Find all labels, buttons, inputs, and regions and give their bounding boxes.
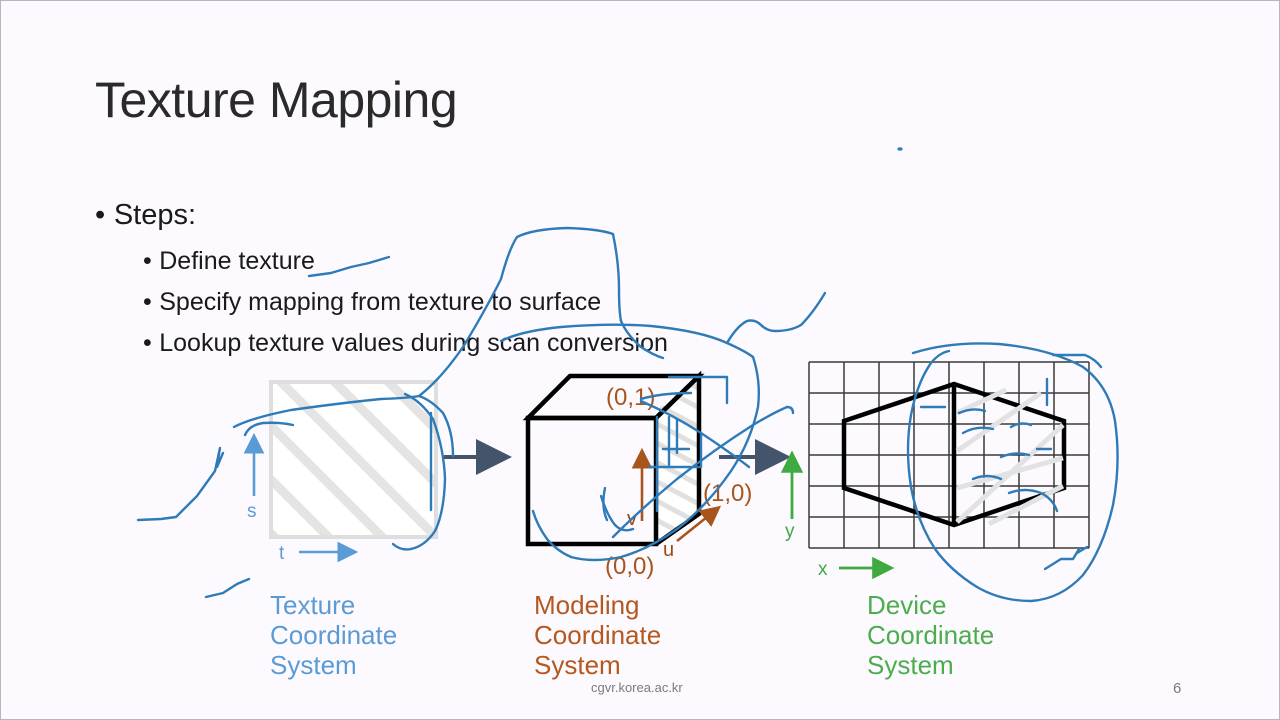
bullet-marker: • — [143, 247, 152, 275]
modeling-label-0-1: (0,1) — [606, 384, 655, 411]
bullet-specify-mapping: •Specify mapping from texture to surface — [143, 288, 601, 317]
ink-stroke-zigzag-right — [725, 291, 827, 345]
ink-stroke-cube-bracket2 — [647, 433, 703, 469]
modeling-label-1-0: (1,0) — [703, 480, 752, 507]
page-number: 6 — [1173, 680, 1182, 697]
bullet-lookup-texture-label: Lookup texture values during scan conver… — [159, 329, 668, 357]
device-y-axis-label: y — [785, 521, 795, 542]
ink-stroke-left-hook — [243, 421, 295, 437]
ink-stroke-grid-marks-2 — [961, 422, 1033, 435]
ink-stroke-cube-check-left — [599, 494, 635, 532]
ink-stroke-texture-loop-left — [403, 392, 447, 551]
ink-stroke-grid-marks-4 — [1007, 488, 1059, 513]
bullet-define-texture: •Define texture — [143, 247, 315, 276]
ink-stroke-grid-marks-5 — [971, 474, 1003, 481]
bullet-specify-mapping-label: Specify mapping from texture to surface — [159, 288, 602, 316]
bullet-marker: • — [143, 288, 152, 316]
modeling-coordinate-panel: v u (0,1) (1,0) (0,0) — [522, 370, 752, 580]
bullet-steps: •Steps: — [95, 199, 196, 232]
texture-t-axis-label: t — [279, 543, 285, 564]
modeling-v-axis-label: v — [627, 508, 637, 530]
cube-top-face — [522, 373, 705, 421]
ink-stroke-grid-marks-3 — [999, 447, 1053, 459]
ink-stroke-device-bottomright — [1043, 547, 1081, 571]
ink-stroke-underline-define — [307, 255, 391, 278]
device-grid — [808, 361, 1090, 549]
ink-stroke-grid-marks-1 — [919, 405, 987, 415]
ink-stroke-cube-hook — [602, 486, 609, 522]
device-coordinate-panel: y x — [780, 361, 1090, 580]
bullet-marker: • — [143, 329, 152, 357]
device-x-axis-label: x — [818, 559, 828, 580]
ink-stroke-device-tail — [1075, 545, 1089, 555]
ink-stroke-bracket-top — [667, 375, 729, 405]
ink-stroke-left-arrow — [136, 446, 225, 522]
caption-modeling-coordinate-system: Modeling Coordinate System — [534, 590, 662, 680]
texture-coordinate-panel: s t — [243, 380, 438, 564]
ink-stroke-device-circle-top — [911, 342, 1119, 603]
device-cube-texture-lines — [955, 387, 1065, 527]
ink-stroke-bracket-line — [639, 391, 693, 401]
ink-stroke-cube-circle-right — [569, 355, 761, 562]
ink-stroke-cube-marks — [661, 415, 691, 467]
page-title: Texture Mapping — [95, 72, 458, 128]
device-cube-outline — [841, 381, 1067, 528]
bullet-lookup-texture: •Lookup texture values during scan conve… — [143, 329, 668, 358]
bullet-steps-label: Steps: — [113, 199, 197, 231]
ink-stroke-texture-loop-close — [391, 542, 413, 551]
ink-stroke-bottom-left — [204, 577, 251, 599]
ink-stroke-diagonal-down-right — [639, 399, 751, 469]
modeling-u-axis — [676, 505, 722, 543]
ink-stroke-diagonal-up-right — [611, 405, 789, 539]
texture-square — [269, 380, 438, 539]
ink-stroke-texture-inner — [417, 394, 455, 458]
bullet-marker: • — [95, 199, 106, 231]
texture-s-axis-label: s — [247, 501, 257, 522]
bullet-define-texture-label: Define texture — [159, 247, 315, 275]
caption-texture-coordinate-system: Texture Coordinate System — [270, 590, 398, 680]
modeling-label-0-0: (0,0) — [605, 553, 654, 580]
ink-stroke-cube-circle-bottom — [531, 509, 573, 559]
modeling-u-axis-label: u — [663, 539, 674, 561]
ink-stroke-device-topright — [1051, 353, 1103, 369]
ink-stroke-diagonal-tip — [785, 405, 795, 415]
caption-device-coordinate-system: Device Coordinate System — [867, 590, 995, 680]
footer-url: cgvr.korea.ac.kr — [591, 680, 683, 695]
cube-textured-face — [656, 375, 699, 544]
cube-right-face — [654, 370, 702, 546]
cube-front-face — [525, 415, 659, 547]
ink-stroke-device-circle-left — [906, 349, 979, 589]
